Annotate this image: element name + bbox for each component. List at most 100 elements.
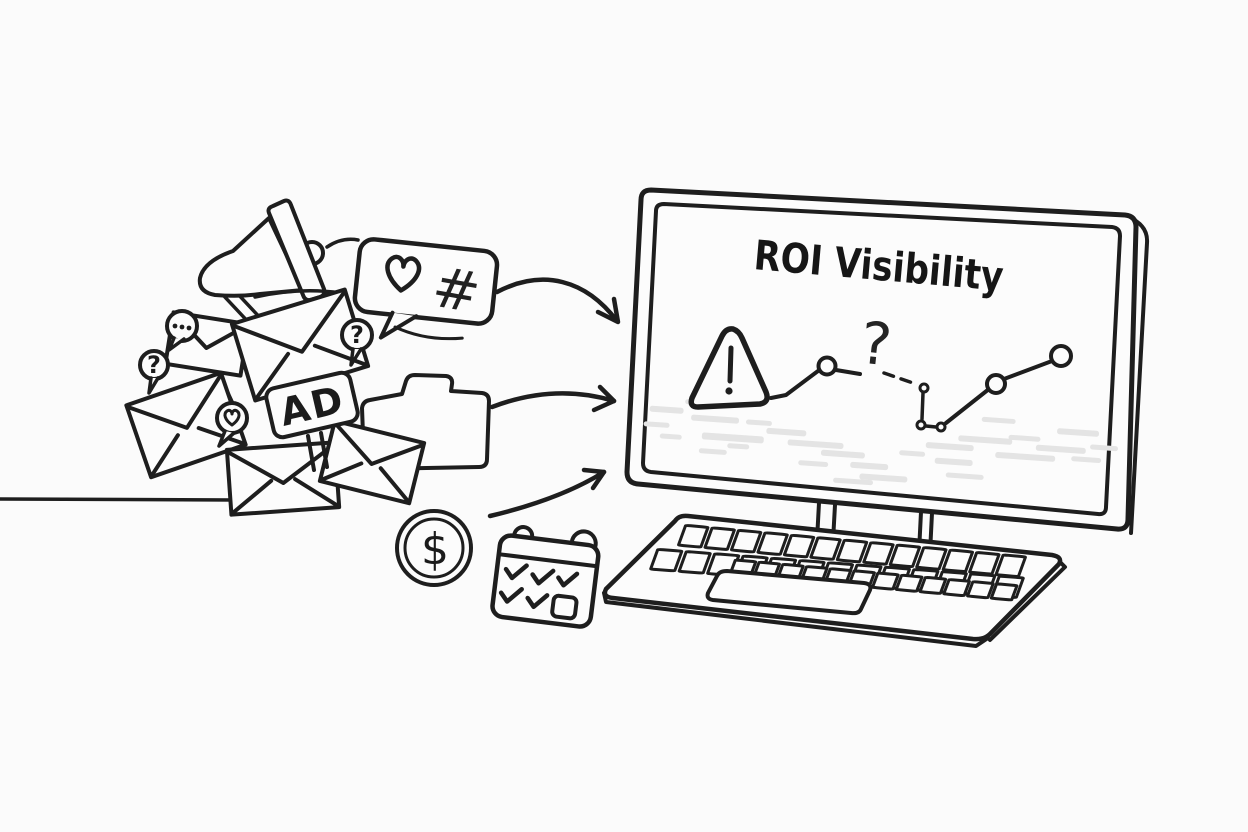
warning-triangle-icon (688, 326, 770, 410)
redacted-text-line (698, 448, 727, 455)
redacted-text-line (745, 419, 772, 426)
redacted-text-line (958, 435, 1013, 445)
keyboard-key (896, 575, 922, 591)
envelope-bottom-folds (254, 343, 368, 401)
keyboard-key (920, 577, 946, 593)
typing-dot (179, 324, 185, 330)
question-mark-icon: ? (857, 309, 895, 380)
question-bubble-icon: ? (340, 318, 374, 367)
coin-inner-ring (403, 517, 465, 579)
keyboard-key (758, 533, 788, 555)
trend-dashed-segment (882, 371, 915, 385)
trend-dot (935, 421, 947, 433)
redacted-text-line (925, 442, 974, 452)
keyboard-key (944, 579, 970, 595)
arrow-head (581, 467, 607, 491)
heart-icon (223, 408, 241, 427)
redacted-text-line (1071, 456, 1102, 463)
social-post-bubble-icon: # (352, 237, 500, 341)
redacted-text-line (833, 477, 874, 486)
trend-dot (918, 382, 930, 394)
redacted-text-line (1035, 444, 1086, 454)
redacted-text-line (643, 421, 670, 428)
base-right-edge (988, 560, 1067, 642)
keyboard-key (678, 525, 708, 547)
social-bubble-tail (378, 310, 419, 340)
redacted-text-line (659, 433, 682, 440)
monitor-side-edge (1129, 219, 1150, 535)
arrow-curve (487, 469, 607, 519)
keyboard-key (991, 584, 1017, 600)
heart-bubble-circle (215, 401, 249, 435)
flow-arrows (487, 277, 621, 519)
trend-dot (915, 419, 927, 431)
redacted-text-line (995, 451, 1056, 462)
redacted-text-lines (643, 399, 1118, 486)
keyboard-key (811, 538, 841, 560)
keyboard-key (864, 543, 894, 565)
arrow-curve (494, 277, 620, 324)
hashtag-icon: # (427, 255, 484, 327)
trackpad (705, 569, 873, 616)
keyboard-key (705, 528, 735, 550)
baseline-rule (0, 497, 236, 502)
envelope-bottom-folds (150, 426, 246, 477)
keyboard-key (837, 540, 867, 562)
keyboard-key (943, 550, 973, 572)
sound-wave-line (325, 237, 360, 249)
question-bubble-tail (147, 376, 160, 395)
redacted-text-line (727, 443, 750, 450)
typing-dot (172, 323, 178, 329)
ad-sign-post (306, 431, 329, 472)
trend-segment (1002, 359, 1054, 381)
trend-line-chart: ? (769, 309, 1073, 433)
question-mark-icon: ? (147, 351, 161, 379)
typing-dot (186, 325, 192, 331)
calendar-checklist-icon (490, 525, 601, 629)
arrow-head (595, 296, 621, 325)
envelope-bottom-folds (320, 461, 410, 503)
keyboard-key (968, 582, 994, 598)
redacted-text-line (701, 432, 764, 444)
heart-icon (385, 254, 422, 293)
calendar-header-line (497, 552, 599, 569)
redacted-text-line (787, 439, 844, 449)
checkmark-icon (556, 571, 580, 588)
calendar-checks (498, 563, 580, 610)
ad-tag-icon: AD (264, 370, 360, 440)
envelope-bottom-folds (231, 477, 340, 515)
exclamation-icon (727, 345, 734, 384)
redacted-text-line (945, 472, 984, 480)
redacted-text-line (798, 460, 829, 467)
trend-segment (769, 369, 820, 400)
envelope-flap (232, 290, 346, 354)
trend-node (1049, 344, 1073, 368)
redacted-text-line (981, 416, 1016, 424)
envelope-flap (334, 422, 424, 466)
social-bubble-echo-line (393, 325, 464, 341)
checkmark-icon (525, 593, 550, 610)
redacted-text-line (1008, 434, 1041, 442)
calendar-body (490, 533, 601, 629)
keyboard-key (651, 549, 682, 571)
checkmark-icon (530, 568, 556, 586)
question-mark-icon: ? (350, 321, 364, 349)
redacted-text-line (820, 449, 865, 459)
arrow-curve (489, 391, 617, 410)
laptop: ROI Visibility (604, 187, 1150, 646)
arrow-head (591, 384, 617, 413)
dollar-coin-icon: $ (395, 509, 473, 587)
keyboard-key (731, 530, 761, 552)
trend-segment (920, 391, 925, 421)
coin-outer-ring (395, 509, 473, 587)
keyboard-key (996, 555, 1026, 577)
redacted-text-line (899, 450, 926, 457)
checkmark-icon (503, 563, 529, 581)
envelope-flap (127, 374, 222, 430)
trend-segment (944, 387, 991, 425)
heart-bubble-tail (217, 429, 236, 448)
checkmark-icon (498, 586, 524, 604)
keyboard-key (917, 547, 947, 569)
